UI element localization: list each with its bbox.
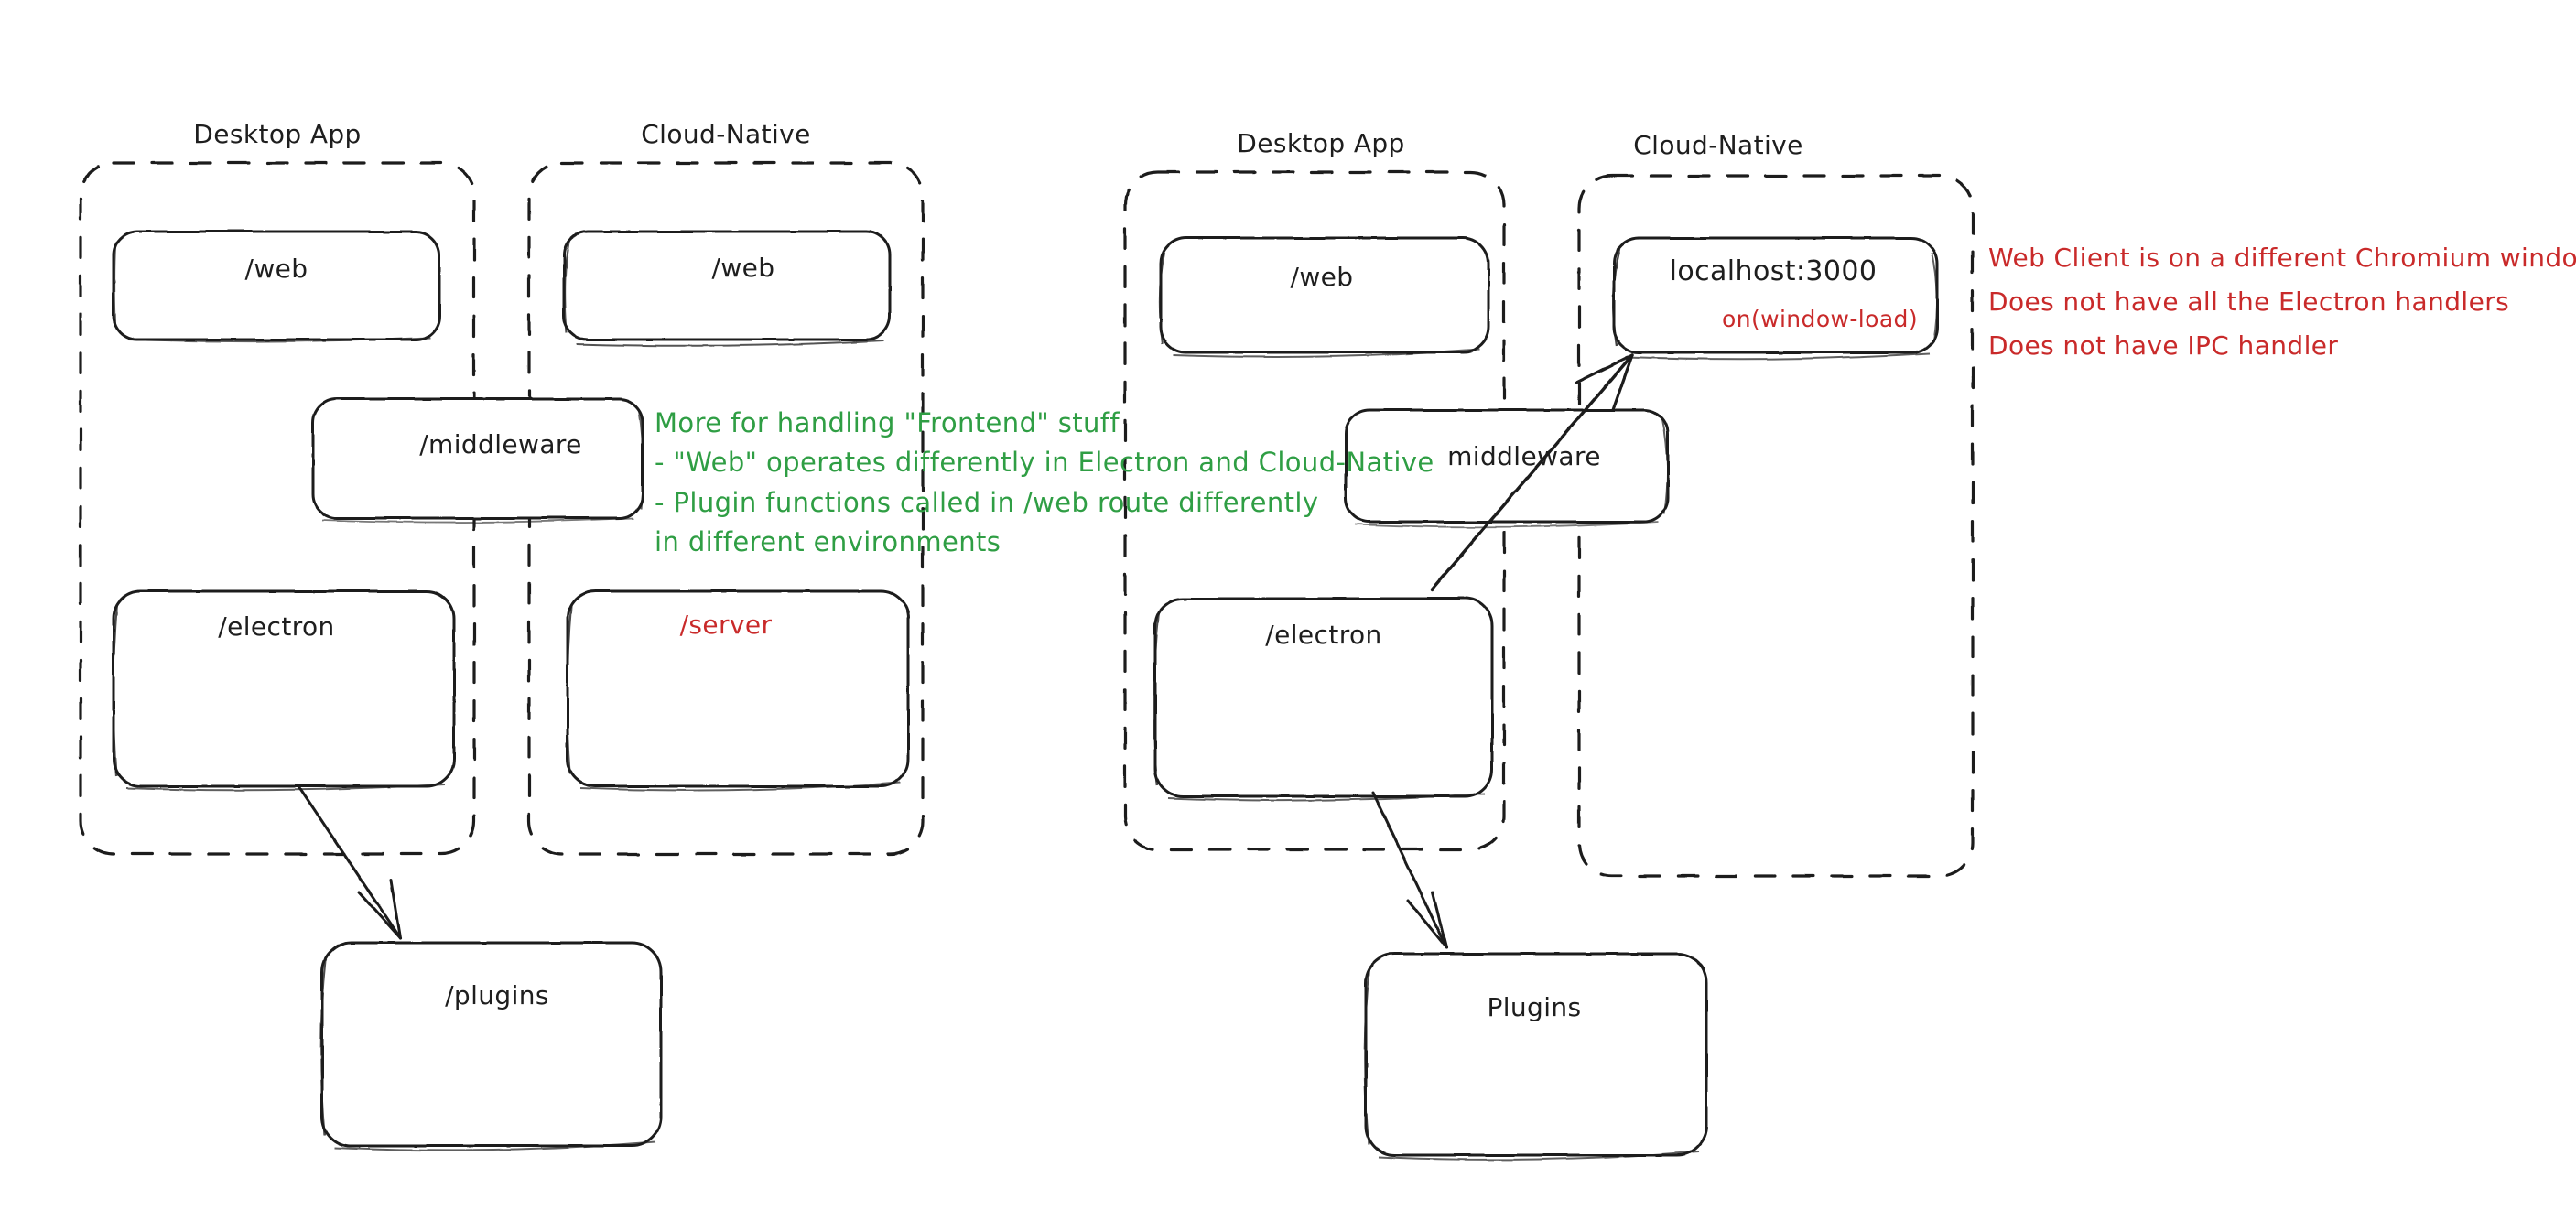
green-note-line-4: in different environments: [655, 525, 1001, 557]
green-note-line-3: - Plugin functions called in /web route …: [655, 486, 1319, 518]
right-desktop-app-label: Desktop App: [1237, 128, 1405, 158]
red-annotation-note: Web Client is on a different Chromium wi…: [1988, 240, 2576, 363]
left-node-server[interactable]: [566, 589, 910, 792]
right-node-plugins[interactable]: [1363, 952, 1708, 1161]
left-node-web-desktop-label: /web: [244, 254, 308, 284]
right-node-onwindowload-label: on(window-load): [1722, 306, 1918, 332]
green-note-line-2: - "Web" operates differently in Electron…: [655, 447, 1434, 479]
right-node-middleware-label: middleware: [1447, 441, 1601, 471]
right-node-localhost-label: localhost:3000: [1669, 255, 1878, 287]
right-node-web[interactable]: [1158, 236, 1490, 358]
left-node-electron-label: /electron: [218, 611, 335, 642]
right-cloud-native-label: Cloud-Native: [1633, 130, 1803, 160]
left-node-plugins-label: /plugins: [445, 980, 549, 1010]
right-node-electron[interactable]: [1153, 597, 1494, 802]
right-node-plugins-label: Plugins: [1487, 992, 1582, 1022]
right-arrow-electron-to-plugins: [1371, 791, 1448, 949]
left-node-web-cloud-label: /web: [711, 253, 775, 283]
left-desktop-app-label: Desktop App: [193, 119, 362, 149]
right-node-web-label: /web: [1290, 262, 1354, 292]
right-arrow-electron-to-localhost: [1430, 353, 1634, 591]
left-node-web-desktop[interactable]: [112, 230, 441, 343]
red-note-line-1: Web Client is on a different Chromium wi…: [1988, 243, 2576, 273]
left-node-middleware-label: /middleware: [419, 429, 582, 459]
red-note-line-3: Does not have IPC handler: [1988, 330, 2339, 361]
right-node-middleware[interactable]: [1344, 408, 1670, 528]
right-node-electron-label: /electron: [1265, 620, 1382, 650]
left-arrow-electron-to-plugins: [296, 783, 402, 940]
green-note-line-1: More for handling "Frontend" stuff: [655, 407, 1120, 438]
left-node-electron[interactable]: [112, 589, 456, 792]
left-cloud-native-label: Cloud-Native: [641, 119, 811, 149]
left-node-server-label: /server: [679, 610, 773, 640]
right-node-localhost[interactable]: [1611, 236, 1939, 361]
left-node-web-cloud[interactable]: [562, 230, 892, 347]
right-cloud-native-container: [1577, 174, 1975, 878]
red-note-line-2: Does not have all the Electron handlers: [1988, 286, 2510, 317]
left-node-plugins[interactable]: [319, 941, 663, 1151]
green-annotation-note: More for handling "Frontend" stuff - "We…: [655, 405, 1434, 559]
left-node-middleware[interactable]: [311, 397, 644, 524]
